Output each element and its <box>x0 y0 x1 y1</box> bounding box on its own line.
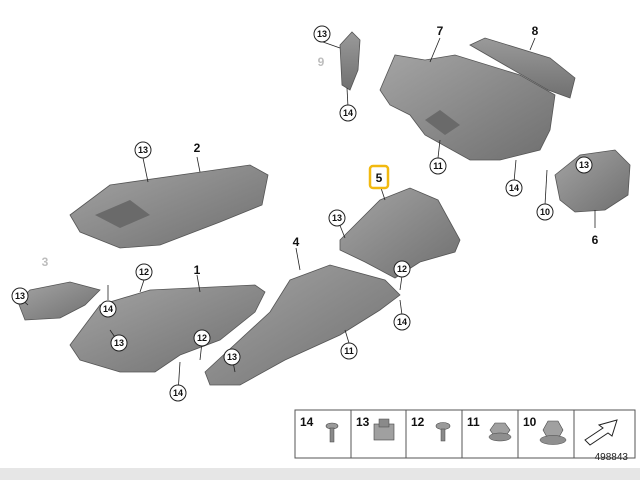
callout-12-part5: 12 <box>393 260 411 278</box>
part-label-5-highlight[interactable]: 5 <box>368 164 390 190</box>
callout-12-part1b: 12 <box>193 329 211 347</box>
svg-text:14: 14 <box>343 108 353 118</box>
callout-13-part1: 13 <box>110 334 128 352</box>
part-3-side-panel[interactable] <box>17 281 101 321</box>
part-6-wheel-arch-trim[interactable] <box>554 149 631 213</box>
svg-text:14: 14 <box>173 388 183 398</box>
callout-13-part5: 13 <box>328 209 346 227</box>
callout-13-left: 13 <box>11 287 29 305</box>
callout-14-right: 14 <box>505 179 523 197</box>
svg-text:12: 12 <box>197 333 207 343</box>
svg-text:11: 11 <box>433 161 443 171</box>
screw-icon <box>325 422 339 443</box>
legend-label-14: 14 <box>300 415 314 429</box>
legend-label-12: 12 <box>411 415 425 429</box>
callout-14-part5: 14 <box>393 313 411 331</box>
callout-13-part2: 13 <box>134 141 152 159</box>
legend-label-11: 11 <box>467 415 480 429</box>
callout-12-part1: 12 <box>135 263 153 281</box>
hardware-legend: 14 13 12 11 <box>294 409 636 459</box>
callout-11-top: 11 <box>429 157 447 175</box>
callout-14-part1: 14 <box>169 384 187 402</box>
part-label-1: 1 <box>194 263 201 277</box>
part-7-underbody-panel[interactable] <box>379 54 556 161</box>
svg-text:13: 13 <box>332 213 342 223</box>
callout-14-top: 14 <box>339 104 357 122</box>
part-label-5: 5 <box>376 171 383 185</box>
svg-text:14: 14 <box>397 317 407 327</box>
svg-text:14: 14 <box>103 304 113 314</box>
clip-nut-icon <box>373 418 395 441</box>
part-label-9: 9 <box>318 55 325 69</box>
part-label-3: 3 <box>42 255 49 269</box>
callout-13-right: 13 <box>575 156 593 174</box>
svg-text:13: 13 <box>138 145 148 155</box>
part-9-bracket[interactable] <box>339 31 361 91</box>
svg-text:13: 13 <box>15 291 25 301</box>
svg-text:11: 11 <box>344 346 354 356</box>
callout-10-right: 10 <box>536 203 554 221</box>
bolt-icon <box>435 422 451 442</box>
svg-text:13: 13 <box>579 160 589 170</box>
part-label-2: 2 <box>194 141 201 155</box>
callout-13-part4: 13 <box>223 348 241 366</box>
part-2-underbody-panel[interactable] <box>69 164 269 249</box>
svg-text:14: 14 <box>509 183 519 193</box>
callout-13-top: 13 <box>313 25 331 43</box>
svg-text:10: 10 <box>540 207 550 217</box>
legend-label-13: 13 <box>356 415 370 429</box>
callout-14-left: 14 <box>99 300 117 318</box>
svg-text:12: 12 <box>397 264 407 274</box>
diagram-number: 498843 <box>594 452 628 463</box>
callout-11-part4: 11 <box>340 342 358 360</box>
part-label-4: 4 <box>293 235 300 249</box>
bottom-strip <box>0 468 640 480</box>
svg-text:13: 13 <box>317 29 327 39</box>
part-label-6: 6 <box>592 233 599 247</box>
legend-label-10: 10 <box>523 415 537 429</box>
svg-text:13: 13 <box>114 338 124 348</box>
part-label-7: 7 <box>437 24 444 38</box>
legend-item-14[interactable]: 14 <box>300 415 339 443</box>
part-5-underbody-panel[interactable] <box>339 187 461 279</box>
legend-item-13[interactable]: 13 <box>356 415 395 441</box>
legend-item-11[interactable]: 11 <box>467 415 512 442</box>
legend-item-10[interactable]: 10 <box>523 415 567 445</box>
part-label-8: 8 <box>532 24 539 38</box>
part-8-cover-strip[interactable] <box>469 37 576 99</box>
flange-nut-icon <box>539 420 567 445</box>
hex-nut-icon <box>488 422 512 442</box>
part-4-underbody-panel[interactable] <box>204 264 401 386</box>
legend-item-12[interactable]: 12 <box>411 415 451 442</box>
svg-text:13: 13 <box>227 352 237 362</box>
svg-text:12: 12 <box>139 267 149 277</box>
arrow-icon <box>584 419 618 446</box>
